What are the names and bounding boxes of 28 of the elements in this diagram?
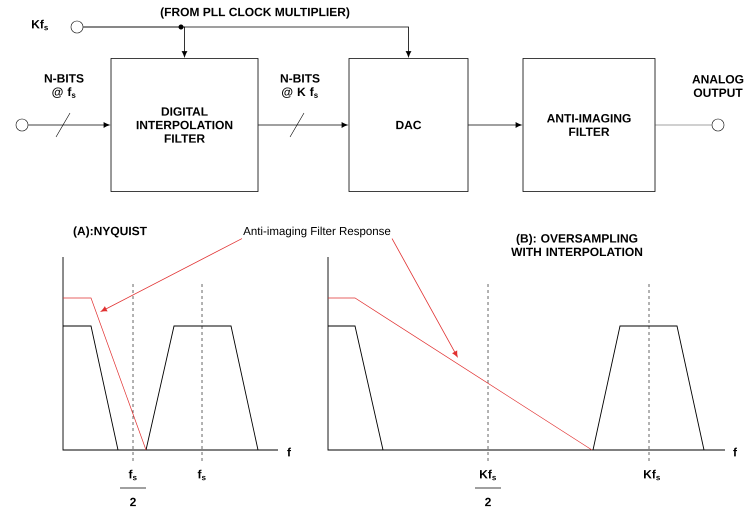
arrow [392,238,458,358]
text-label: f$_{s}$ [198,470,206,480]
text-label: Kf$_{s}$ [644,470,660,480]
edge-label: N-BITS @ K f$_{s}$ [280,74,320,98]
terminal-label: ANALOG OUTPUT [692,75,744,97]
text-label: 2 [130,498,136,506]
process-box: DIGITAL INTERPOLATION FILTER [110,58,258,192]
text-label: f [733,448,738,456]
arrow [258,122,348,128]
edge-label: N-BITS @ f$_{s}$ [44,74,84,98]
terminal-circle [70,20,84,34]
arrow [468,122,522,128]
annotation-text: Anti-imaging Filter Response [243,226,390,238]
process-box: ANTI-IMAGING FILTER [522,58,656,192]
text-label: f$_{s}$ [128,470,137,480]
process-box: DAC [348,58,468,192]
text-label: (A):NYQUIST [74,226,147,238]
arrow [28,122,110,128]
terminal-circle [712,118,724,132]
text-label: (B): OVERSAMPLING WITH INTERPOLATION [511,234,642,256]
terminal-circle [16,118,28,132]
text-label: f [287,448,292,456]
text-label: (FROM PLL CLOCK MULTIPLIER) [160,7,350,19]
text-label: Kf$_{s}$ [480,470,496,480]
arrow [100,238,242,312]
text-label: 2 [485,498,491,506]
arrow [82,26,412,58]
terminal-label: Kf$_{s}$ [32,20,48,30]
